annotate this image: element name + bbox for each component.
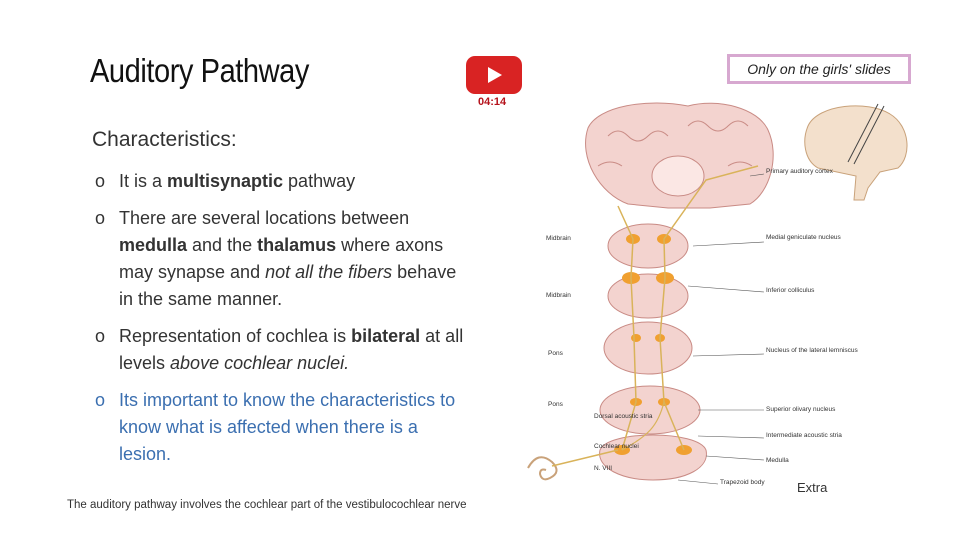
bullet-text-run: not all the fibers (265, 262, 393, 282)
bullet-text-run: at all levels (119, 326, 464, 373)
figure-caption: The auditory pathway involves the cochle… (67, 499, 467, 511)
auditory-pathway-illustration: Midbrain Midbrain Pons Pons Primary audi… (527, 102, 908, 486)
label-medial-geniculate: Medial geniculate nucleus (766, 234, 842, 241)
bullet-marker: o (95, 326, 106, 346)
brain-coronal-section (585, 102, 774, 209)
bullet-text-run: Representation of cochlea is (119, 326, 352, 346)
label-midbrain-2: Midbrain (546, 292, 571, 299)
bullet-text-run: bilateral (351, 326, 421, 346)
label-lateral-lemniscus: Nucleus of the lateral lemniscus (766, 347, 859, 354)
label-superior-olivary: Superior olivary nucleus (766, 406, 836, 413)
bullet-marker: o (95, 390, 106, 410)
label-pons-1: Pons (548, 350, 564, 357)
pons-section-lower (599, 385, 701, 435)
label-pons-2: Pons (548, 401, 564, 408)
medulla-section (599, 434, 707, 481)
cochlea-icon (527, 456, 558, 481)
bullet-text-run: and the (187, 235, 258, 255)
bullet-text-run: It is a (119, 171, 168, 191)
slide-title: Auditory Pathway (90, 52, 309, 89)
bullet-text-run: medulla (119, 235, 188, 255)
extra-label: Extra (797, 480, 828, 495)
label-cochlear-nuclei: Cochlear nuclei (594, 443, 639, 450)
girls-slides-badge: Only on the girls' slides (727, 54, 911, 84)
bullet-text-run: above cochlear nuclei. (170, 353, 350, 373)
auditory-pathway-line-left (617, 205, 637, 451)
bullet-text-run: pathway (283, 171, 356, 191)
bullet-item: o There are several locations between med… (95, 205, 467, 313)
label-midbrain-1: Midbrain (546, 235, 571, 242)
bullet-text-run: Its important to know the characteristic… (119, 390, 456, 464)
bullet-item: o Its important to know the characteristi… (95, 387, 467, 468)
label-dorsal-stria: Dorsal acoustic stria (594, 413, 653, 420)
label-trapezoid-body: Trapezoid body (720, 479, 765, 486)
bullet-text-run: behave in the same manner. (119, 262, 457, 309)
bullet-item: o It is a multisynaptic pathway (95, 168, 467, 195)
auditory-pathway-diagram: Midbrain Midbrain Pons Pons Primary audi… (518, 96, 938, 514)
label-primary-auditory-cortex: Primary auditory cortex (766, 168, 834, 175)
brain-lateral-view (804, 105, 908, 201)
pons-section-upper (603, 321, 693, 375)
label-nviii: N. VIII (594, 465, 612, 472)
video-timestamp: 04:14 (478, 96, 507, 108)
bullet-text-run: multisynaptic (167, 171, 284, 191)
label-medulla: Medulla (766, 457, 789, 464)
bullet-text-run: thalamus (257, 235, 337, 255)
bullet-marker: o (95, 171, 106, 191)
youtube-play-icon[interactable] (466, 56, 522, 94)
label-inferior-colliculus: Inferior colliculus (766, 287, 815, 294)
bullet-marker: o (95, 208, 106, 228)
characteristics-heading: Characteristics: (92, 128, 237, 151)
midbrain-section-lower (607, 273, 689, 319)
play-triangle-icon (488, 67, 502, 83)
bullet-text-run: There are several locations between (119, 208, 410, 228)
label-intermediate-stria: Intermediate acoustic stria (766, 432, 842, 439)
midbrain-section-upper (607, 223, 689, 269)
bullet-text-run: where axons may synapse and (119, 235, 444, 282)
